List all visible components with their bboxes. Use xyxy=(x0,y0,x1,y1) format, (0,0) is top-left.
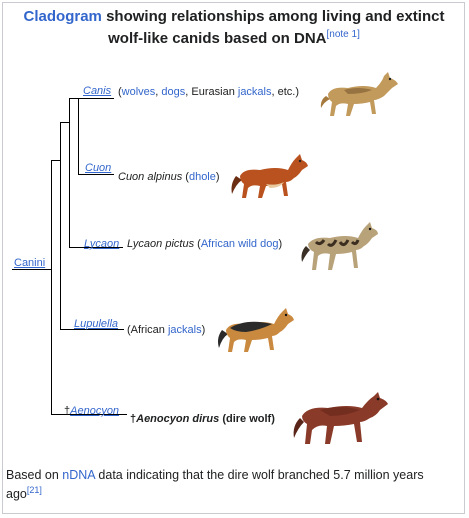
branch-to-node4 xyxy=(69,98,79,99)
root-branch xyxy=(12,269,52,270)
african-wild-dog-link[interactable]: African wild dog xyxy=(200,238,279,250)
reference-21-link[interactable]: [21] xyxy=(26,484,42,495)
ndna-link[interactable]: nDNA xyxy=(62,468,95,482)
black-backed-jackal-icon xyxy=(218,308,294,352)
lycaon-species: Lycaon pictus xyxy=(127,238,195,250)
taxon-canis: Canis xyxy=(83,84,111,98)
lupulella-link[interactable]: Lupulella xyxy=(74,318,119,330)
lupulella-description: (African jackals) xyxy=(127,323,205,337)
cladogram-link[interactable]: Cladogram xyxy=(23,8,102,25)
aenocyon-species-dagger: † xyxy=(130,413,137,425)
dhole-link[interactable]: dhole xyxy=(188,171,216,183)
branch-lycaon xyxy=(69,247,123,248)
taxon-aenocyon: †Aenocyon xyxy=(64,404,119,418)
aenocyon-species: Aenocyon dirus xyxy=(136,413,220,425)
lycaon-description: Lycaon pictus (African wild dog) xyxy=(127,238,283,250)
dogs-link[interactable]: dogs xyxy=(161,86,186,98)
spine-4 xyxy=(78,98,79,175)
canis-desc-mid: , Eurasian xyxy=(185,86,238,98)
canini-link[interactable]: Canini xyxy=(14,257,46,269)
dire-wolf-label: (dire wolf) xyxy=(222,413,275,425)
african-wild-dog-icon xyxy=(301,222,378,270)
spine-1 xyxy=(51,160,52,414)
figure-title: Cladogram showing relationships among li… xyxy=(8,6,460,50)
canis-desc-open: ( xyxy=(118,86,122,98)
aenocyon-link[interactable]: Aenocyon xyxy=(70,405,120,417)
jackals-link[interactable]: jackals xyxy=(237,86,272,98)
canis-desc-close: , etc.) xyxy=(271,86,300,98)
wolves-link[interactable]: wolves xyxy=(121,86,156,98)
canis-comma: , xyxy=(155,86,162,98)
lupulella-desc-close: ) xyxy=(201,324,206,336)
aenocyon-description: †Aenocyon dirus (dire wolf) xyxy=(130,412,275,426)
branch-canis xyxy=(78,98,114,99)
branch-aenocyon xyxy=(51,414,127,415)
cuon-description: Cuon alpinus (dhole) xyxy=(118,171,220,183)
branch-cuon xyxy=(78,174,114,175)
spine-2 xyxy=(60,122,61,330)
caption-pre: Based on xyxy=(6,468,63,482)
lycaon-link[interactable]: Lycaon xyxy=(84,238,120,250)
caption-post: data indicating that the dire wolf branc… xyxy=(6,468,424,501)
figure-caption: Based on nDNA data indicating that the d… xyxy=(6,466,461,504)
dhole-icon xyxy=(231,154,308,198)
taxon-lupulella: Lupulella xyxy=(74,317,118,331)
dire-wolf-icon xyxy=(293,392,388,444)
branch-to-node2 xyxy=(51,160,61,161)
cuon-link[interactable]: Cuon xyxy=(85,162,112,174)
branch-lupulella xyxy=(60,329,124,330)
spine-3 xyxy=(69,98,70,248)
canis-description: (wolves, dogs, Eurasian jackals, etc.) xyxy=(118,85,299,99)
taxon-lycaon: Lycaon xyxy=(84,237,119,251)
title-text: showing relationships among living and e… xyxy=(106,8,445,47)
note-1-link[interactable]: [note 1] xyxy=(326,29,360,40)
branch-to-node3 xyxy=(60,122,70,123)
golden-jackal-icon xyxy=(320,72,398,116)
cuon-species: Cuon alpinus xyxy=(118,171,183,183)
african-jackals-link[interactable]: jackals xyxy=(167,324,202,336)
canis-link[interactable]: Canis xyxy=(83,85,112,97)
taxon-cuon: Cuon xyxy=(85,161,111,175)
lupulella-desc-open: (African xyxy=(127,324,168,336)
aenocyon-dagger: † xyxy=(64,405,71,417)
